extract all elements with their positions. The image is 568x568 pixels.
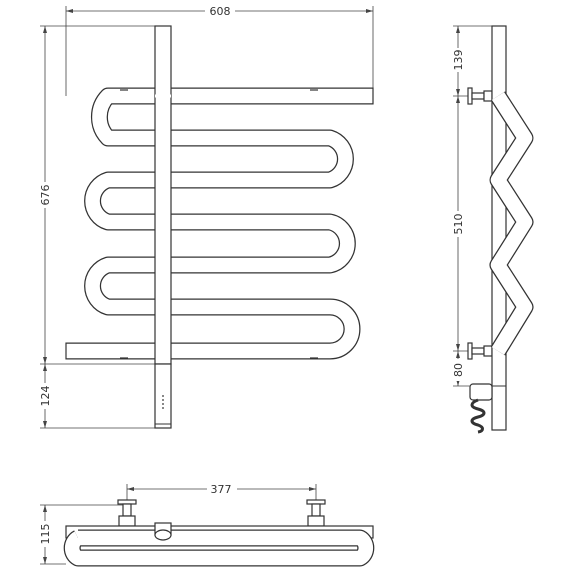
dimension-377: 377 (126, 482, 317, 500)
top-brackets (117, 499, 326, 527)
control-dots (162, 395, 164, 409)
dim-label-124: 124 (39, 386, 52, 407)
top-collector (154, 522, 172, 541)
serpentine-pipe (65, 87, 374, 360)
dim-label-676: 676 (39, 185, 52, 206)
top-loop (63, 525, 375, 567)
heater-plug (469, 383, 493, 434)
dim-label-510: 510 (452, 214, 465, 235)
dim-label-80: 80 (452, 363, 465, 377)
dim-label-115: 115 (39, 524, 52, 545)
dim-label-139: 139 (452, 50, 465, 71)
dimension-115: 115 (37, 504, 125, 565)
side-dimension-chain: 139 510 80 (450, 25, 492, 387)
top-view: 377 115 (37, 482, 375, 567)
side-view: 139 510 80 (450, 25, 534, 434)
dim-label-377: 377 (211, 483, 232, 496)
front-view: 608 676 124 (37, 4, 374, 429)
side-zigzag (489, 91, 534, 356)
dimension-height-676: 676 (37, 25, 155, 365)
vertical-collector (120, 25, 318, 429)
dimension-width-608: 608 (65, 4, 374, 96)
dimension-bottom-124: 124 (37, 364, 155, 429)
dim-label-608: 608 (210, 5, 231, 18)
side-collector (491, 25, 507, 431)
